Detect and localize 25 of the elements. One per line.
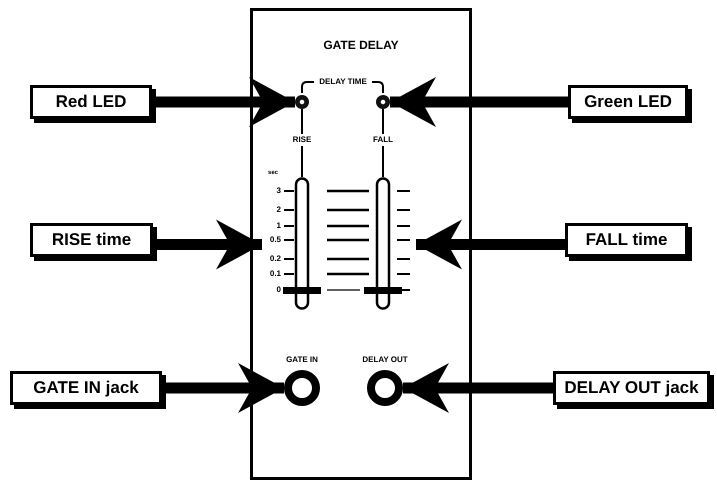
arrow [403,363,553,413]
edge-label: RISE [292,134,312,146]
box-label: Red LED [56,92,126,112]
arrow [416,220,565,270]
scale-number: 0 [276,286,281,294]
panel-title: GATE DELAY [322,39,400,51]
led-indicator [295,95,309,109]
box-label: Green LED [584,92,672,112]
box-label: DELAY OUT jack [564,378,699,398]
connector-line [382,109,384,177]
scale-number: 0.1 [270,270,281,278]
module-panel [250,8,472,480]
scale-number: 0.2 [270,255,281,263]
box-label: GATE IN jack [33,378,139,398]
scale-number: 2 [276,206,281,214]
box-label: RISE time [52,230,132,250]
arrow [390,77,568,127]
panel-label: DELAY TIME [319,78,367,86]
connector-line [301,109,303,177]
box-label: FALL time [586,230,668,250]
scale-number: 1 [276,222,281,230]
edge-label: FALL [372,134,394,146]
scale-number: 3 [276,187,281,195]
led-indicator [376,95,390,109]
scale-number: 0.5 [270,236,281,244]
